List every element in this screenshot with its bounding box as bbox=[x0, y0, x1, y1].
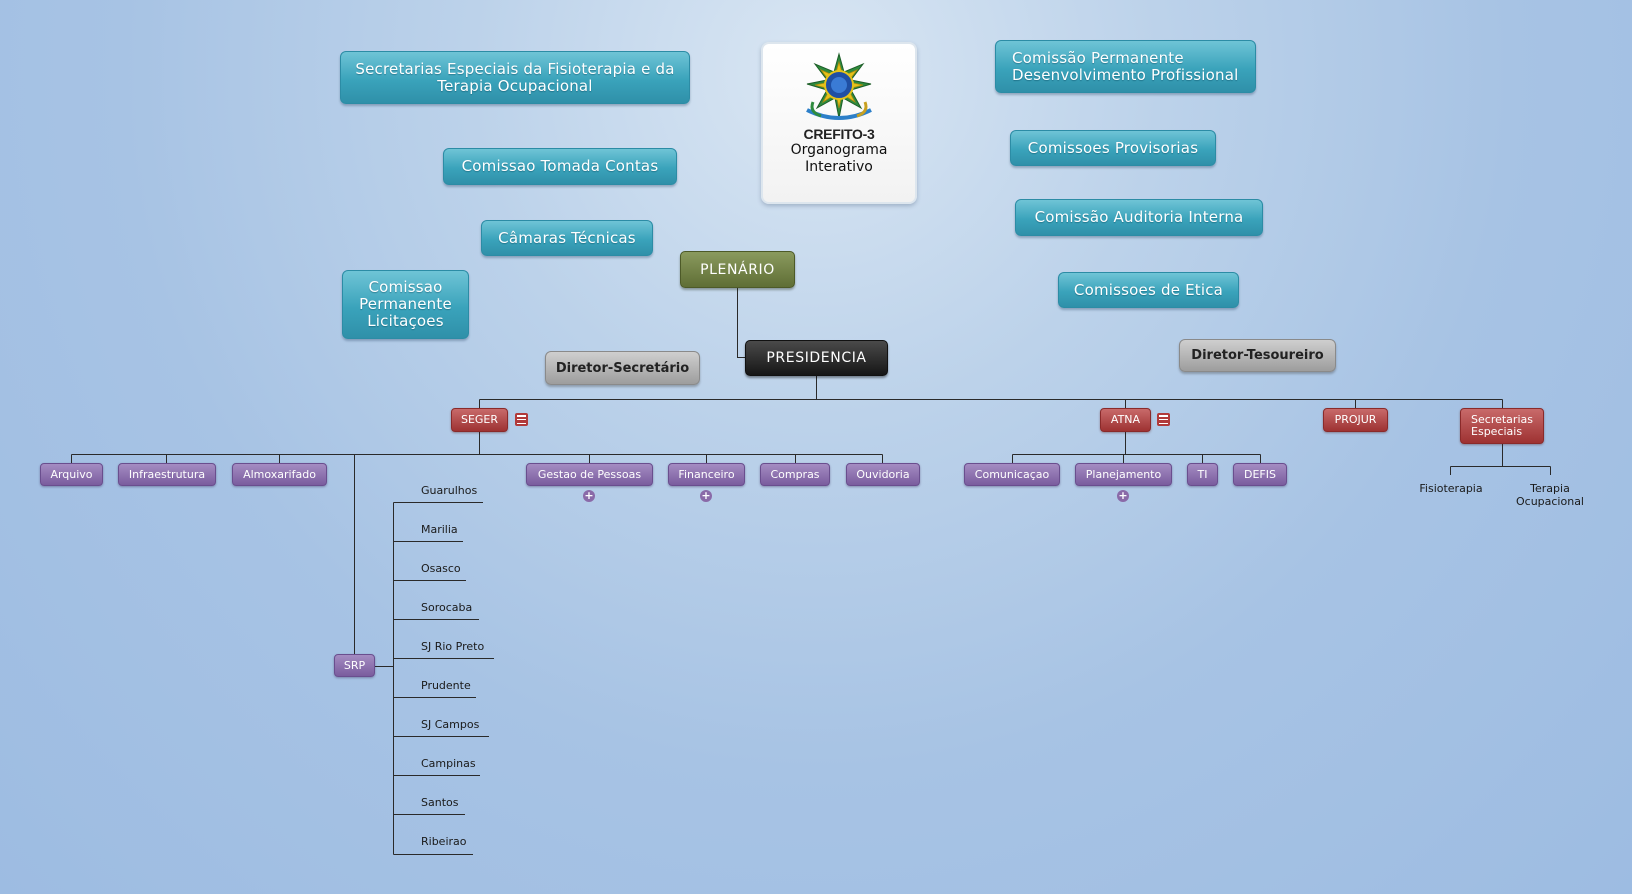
logo-subtitle-line1: Organograma bbox=[790, 142, 888, 158]
logo-subtitle-line2: Interativo bbox=[805, 159, 873, 175]
node-label: Comunicaçao bbox=[974, 468, 1050, 481]
logo-name: CREFITO-3 bbox=[803, 126, 875, 142]
node-label: PROJUR bbox=[1334, 413, 1377, 426]
node-label-line2: Desenvolvimento Profissional bbox=[1012, 65, 1239, 84]
node-label-line1: Secretarias Especiais da Fisioterapia e … bbox=[355, 59, 675, 78]
fisioterapia-leaf[interactable]: Fisioterapia bbox=[1419, 482, 1483, 495]
srp-unit-sj-rio-preto[interactable]: SJ Rio Preto bbox=[421, 640, 485, 653]
node-label: DEFIS bbox=[1244, 468, 1276, 481]
srp-unit-guarulhos[interactable]: Guarulhos bbox=[421, 484, 478, 497]
financeiro-node[interactable]: Financeiro bbox=[668, 463, 745, 486]
secretarias-especiais-fisioterapia-node[interactable]: Secretarias Especiais da Fisioterapia e … bbox=[340, 51, 690, 104]
srp-unit-santos[interactable]: Santos bbox=[421, 796, 459, 809]
compras-node[interactable]: Compras bbox=[760, 463, 830, 486]
node-label: Arquivo bbox=[50, 468, 93, 481]
camaras-tecnicas-node[interactable]: Câmaras Técnicas bbox=[481, 220, 653, 256]
node-label: Comissao Tomada Contas bbox=[461, 157, 659, 175]
seger-menu-icon[interactable] bbox=[515, 413, 528, 426]
srp-unit-sorocaba[interactable]: Sorocaba bbox=[421, 601, 473, 614]
comissoes-de-etica-node[interactable]: Comissoes de Etica bbox=[1058, 272, 1239, 308]
srp-unit-marilia[interactable]: Marilia bbox=[421, 523, 458, 536]
node-label: Câmaras Técnicas bbox=[498, 228, 636, 247]
comissao-auditoria-interna-node[interactable]: Comissão Auditoria Interna bbox=[1015, 199, 1263, 236]
logo-subtitle: Organograma Interativo bbox=[791, 142, 888, 176]
node-label: PRESIDENCIA bbox=[766, 350, 867, 366]
presidencia-node[interactable]: PRESIDENCIA bbox=[745, 340, 888, 376]
logo-card[interactable]: CREFITO-3 Organograma Interativo bbox=[761, 42, 917, 204]
almoxarifado-node[interactable]: Almoxarifado bbox=[232, 463, 327, 486]
srp-unit-prudente[interactable]: Prudente bbox=[421, 679, 471, 692]
node-label-line2: Terapia Ocupacional bbox=[437, 76, 593, 95]
diretor-tesoureiro-node[interactable]: Diretor-Tesoureiro bbox=[1179, 339, 1336, 372]
node-label: Infraestrutura bbox=[128, 468, 206, 481]
infraestrutura-node[interactable]: Infraestrutura bbox=[118, 463, 216, 486]
secretarias-especiais-node[interactable]: Secretarias Especiais bbox=[1460, 408, 1544, 444]
diretor-secretario-node[interactable]: Diretor-Secretário bbox=[545, 351, 700, 385]
srp-node[interactable]: SRP bbox=[334, 654, 375, 677]
financeiro-expand-icon[interactable]: + bbox=[700, 489, 712, 502]
srp-unit-ribeirao[interactable]: Ribeirao bbox=[421, 835, 467, 848]
comissoes-provisorias-node[interactable]: Comissoes Provisorias bbox=[1010, 130, 1216, 166]
node-label-line1: Comissao bbox=[368, 278, 443, 296]
seger-node[interactable]: SEGER bbox=[451, 408, 508, 432]
srp-unit-sj-campos[interactable]: SJ Campos bbox=[421, 718, 480, 731]
node-label: Diretor-Secretário bbox=[555, 360, 690, 376]
comissao-tomada-contas-node[interactable]: Comissao Tomada Contas bbox=[443, 148, 677, 185]
node-label-line2: Especiais bbox=[1471, 425, 1523, 438]
atna-node[interactable]: ATNA bbox=[1100, 408, 1151, 432]
arquivo-node[interactable]: Arquivo bbox=[40, 463, 103, 486]
node-label: Comissoes Provisorias bbox=[1027, 138, 1199, 157]
ti-node[interactable]: TI bbox=[1187, 463, 1218, 486]
planejamento-expand-icon[interactable]: + bbox=[1117, 489, 1129, 502]
srp-unit-osasco[interactable]: Osasco bbox=[421, 562, 461, 575]
node-label: TI bbox=[1197, 468, 1208, 481]
node-label-line3: Licitaçoes bbox=[367, 312, 444, 330]
atna-menu-icon[interactable] bbox=[1157, 413, 1170, 426]
node-label: ATNA bbox=[1110, 413, 1141, 426]
node-label: Comissoes de Etica bbox=[1073, 280, 1224, 299]
comissao-desenvolvimento-profissional-node[interactable]: Comissão Permanente Desenvolvimento Prof… bbox=[995, 40, 1256, 93]
comunicacao-node[interactable]: Comunicaçao bbox=[964, 463, 1060, 486]
planejamento-node[interactable]: Planejamento bbox=[1075, 463, 1172, 486]
comissao-permanente-licitacoes-node[interactable]: Comissao Permanente Licitaçoes bbox=[342, 270, 469, 339]
node-label-line2: Permanente bbox=[359, 295, 452, 313]
node-label: Comissão Auditoria Interna bbox=[1034, 208, 1244, 226]
node-label: SEGER bbox=[460, 413, 499, 426]
node-label: SRP bbox=[343, 659, 366, 672]
leaf-label-line1: Terapia bbox=[1530, 482, 1570, 495]
node-label-line1: Comissão Permanente bbox=[1012, 48, 1184, 67]
node-label: Almoxarifado bbox=[243, 468, 316, 481]
node-label: Gestao de Pessoas bbox=[537, 468, 642, 481]
node-label: Planejamento bbox=[1085, 468, 1162, 481]
node-label-line1: Secretarias bbox=[1471, 413, 1533, 426]
plenario-node[interactable]: PLENÁRIO bbox=[680, 251, 795, 288]
terapia-ocupacional-leaf[interactable]: Terapia Ocupacional bbox=[1505, 482, 1595, 508]
ouvidoria-node[interactable]: Ouvidoria bbox=[846, 463, 920, 486]
brazil-coat-of-arms-icon bbox=[806, 52, 872, 120]
gestao-de-pessoas-node[interactable]: Gestao de Pessoas bbox=[526, 463, 653, 486]
node-label: Compras bbox=[770, 468, 820, 481]
srp-unit-campinas[interactable]: Campinas bbox=[421, 757, 476, 770]
node-label: Ouvidoria bbox=[856, 468, 910, 481]
projur-node[interactable]: PROJUR bbox=[1323, 408, 1388, 432]
gestao-de-pessoas-expand-icon[interactable]: + bbox=[583, 489, 595, 502]
defis-node[interactable]: DEFIS bbox=[1233, 463, 1287, 486]
node-label: Financeiro bbox=[678, 468, 735, 481]
leaf-label-line2: Ocupacional bbox=[1515, 495, 1584, 508]
node-label: PLENÁRIO bbox=[700, 261, 775, 278]
node-label: Diretor-Tesoureiro bbox=[1191, 348, 1324, 363]
